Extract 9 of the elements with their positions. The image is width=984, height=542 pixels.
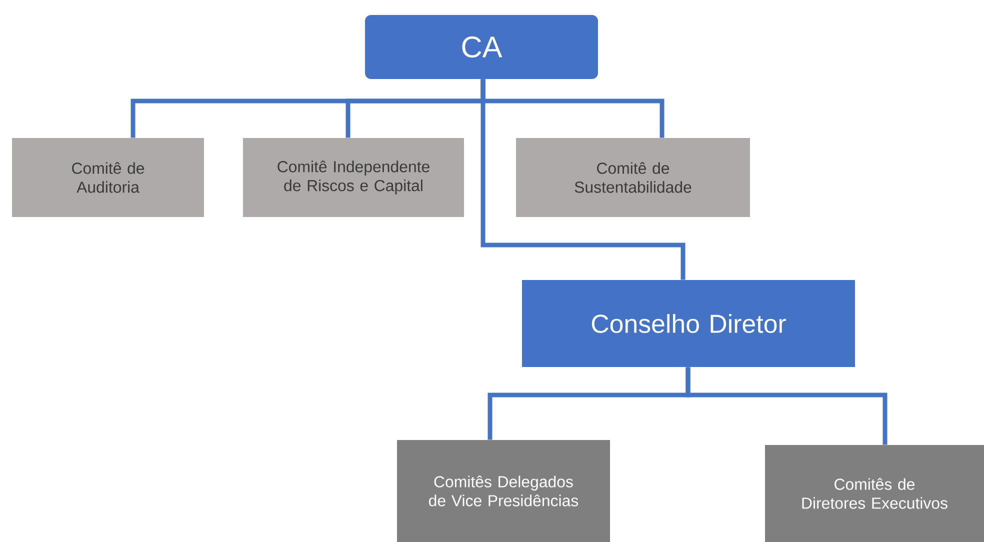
- committee-box: Comitê de Auditoria: [12, 138, 204, 217]
- connector-line: [686, 367, 888, 445]
- connector-line: [480, 79, 686, 280]
- committee-box: Comitês de Diretores Executivos: [765, 445, 984, 542]
- committee-box: Comitê Independente de Riscos e Capital: [243, 138, 464, 217]
- committee-box: Comitê de Sustentabilidade: [516, 138, 750, 217]
- committee-box: Comitês Delegados de Vice Presidências: [397, 440, 610, 542]
- board-box: CA: [365, 15, 598, 79]
- council-box: Conselho Diretor: [522, 280, 855, 367]
